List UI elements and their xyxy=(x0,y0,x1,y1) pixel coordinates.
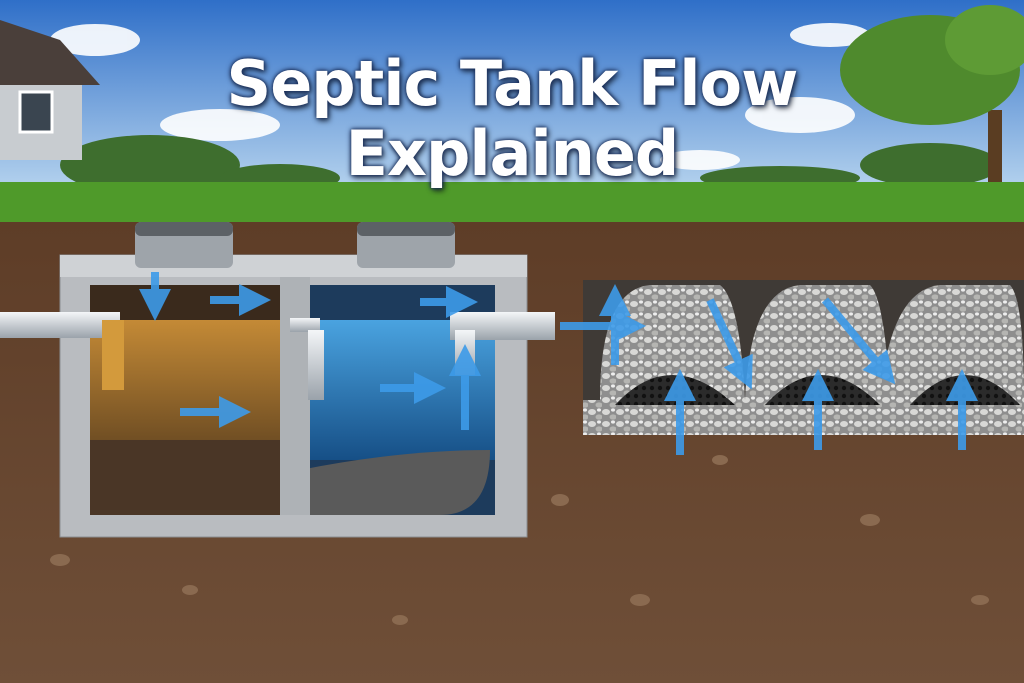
title-line-2: Explained xyxy=(345,117,680,190)
flow-arrow-icon xyxy=(139,272,978,455)
treeline xyxy=(60,135,1000,195)
grass xyxy=(0,182,1024,226)
rocks xyxy=(50,455,989,625)
inlet-pipe xyxy=(0,312,120,338)
tank-divider xyxy=(280,270,310,515)
clouds xyxy=(50,23,870,170)
septic-tank xyxy=(59,222,528,538)
title-line-1: Septic Tank Flow xyxy=(226,47,799,120)
tree xyxy=(840,5,1024,190)
drain-field xyxy=(583,280,1024,435)
house xyxy=(0,20,100,160)
